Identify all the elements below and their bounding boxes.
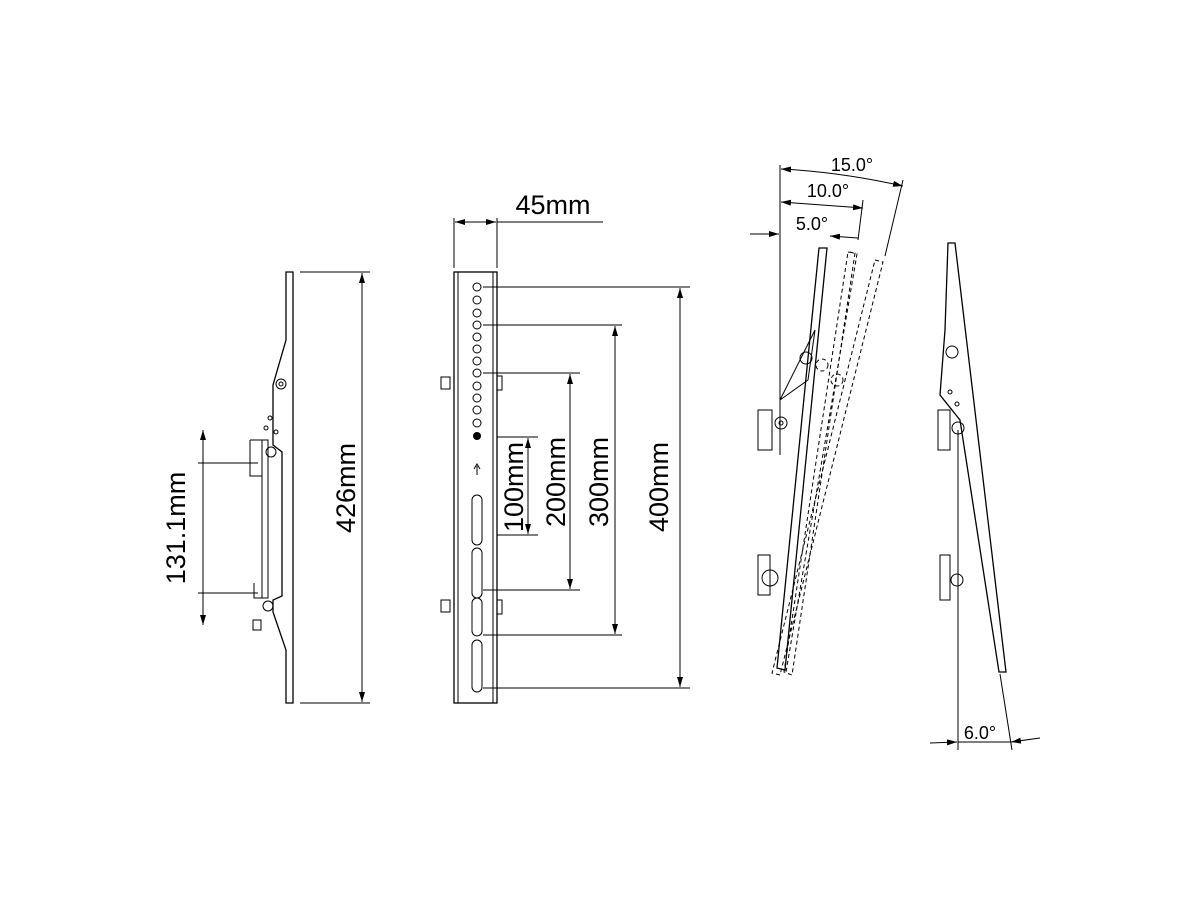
nut: [440, 599, 451, 613]
width-dimension-label: 45mm: [515, 190, 590, 220]
left-side-view: 426mm 131.1mm: [161, 271, 370, 704]
forward-tilt-plate: [939, 242, 1007, 673]
tilt-view: 5.0° 10.0° 15.0°: [750, 155, 904, 676]
pivot-bolt: [275, 378, 287, 390]
pivot-bolt: [761, 569, 779, 587]
tilt-plate-5deg: [783, 251, 856, 676]
hook-arm: [249, 439, 269, 599]
hole-spacing-400-label: 400mm: [644, 442, 674, 532]
arm-dimension-label: 131.1mm: [161, 472, 191, 585]
nut: [440, 376, 451, 390]
height-dimension-label: 426mm: [331, 443, 361, 533]
tilt-angle-10-label: 10.0°: [807, 181, 849, 201]
tilt-angle-15-label: 15.0°: [831, 155, 873, 175]
pivot-bolt: [265, 446, 277, 458]
right-side-view: 6.0°: [929, 242, 1041, 751]
rail: [453, 271, 498, 704]
tilt-plate-10deg: [785, 251, 858, 673]
wall-plate: [272, 271, 294, 704]
tilt-angle-5-label: 5.0°: [796, 214, 828, 234]
tilt-plate-15deg: [771, 259, 884, 676]
hole-spacing-300-label: 300mm: [584, 437, 614, 527]
wall-angle-label: 6.0°: [964, 723, 996, 743]
mounting-holes: [471, 282, 483, 693]
tilt-plate-0deg: [776, 247, 828, 671]
hole-spacing-200-label: 200mm: [541, 437, 571, 527]
pivot-bolt: [262, 600, 274, 612]
front-view: 45mm 100mm 200mm 300mm 400mm: [440, 190, 690, 704]
hole-spacing-100-label: 100mm: [499, 442, 529, 532]
